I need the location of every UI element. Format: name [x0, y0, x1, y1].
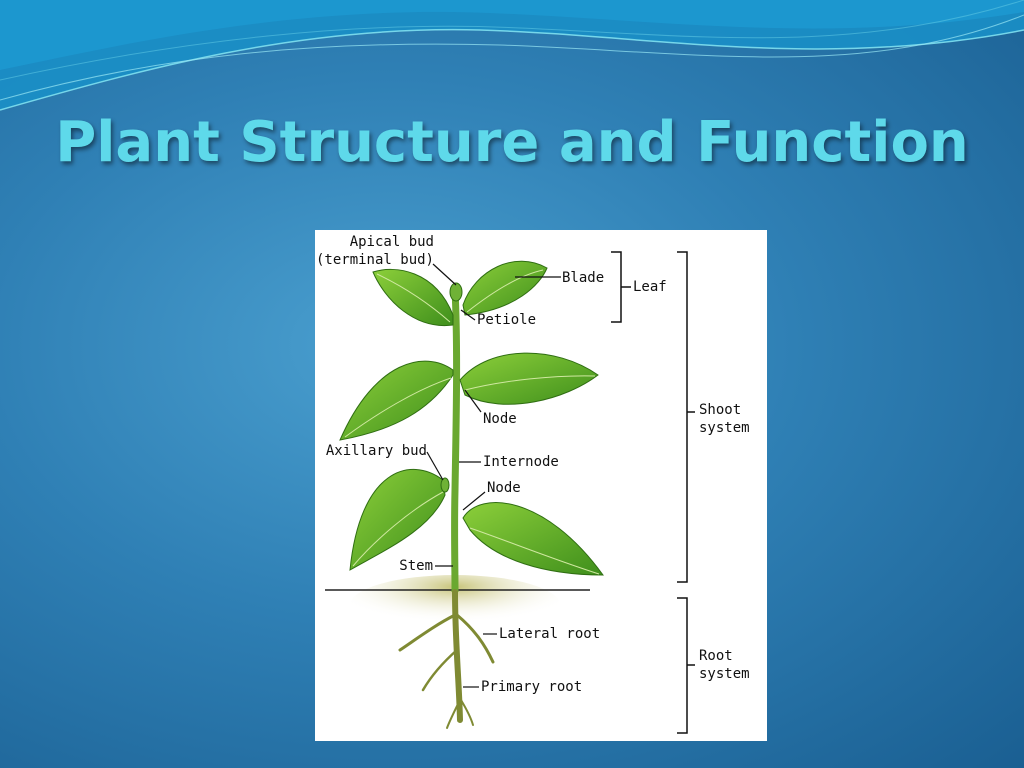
label-stem: Stem: [399, 558, 433, 574]
header-wave-decoration: [0, 0, 1024, 111]
label-root: Root: [699, 648, 733, 664]
label-primary-root: Primary root: [481, 679, 583, 695]
label-axillary-bud: Axillary bud: [325, 443, 427, 459]
stem-shape: [451, 289, 461, 593]
label-blade: Blade: [562, 270, 605, 286]
leaf-veins: [344, 269, 600, 575]
label-leaf: Leaf: [633, 279, 667, 295]
label-petiole: Petiole: [477, 312, 537, 328]
plant-illustration: [325, 251, 695, 734]
label-node-lower: Node: [487, 480, 521, 496]
label-lateral-root: Lateral root: [499, 626, 601, 642]
axillary-bud-shape: [440, 477, 450, 493]
label-terminal-bud: (terminal bud): [315, 252, 434, 268]
root-shapes: [398, 589, 495, 729]
apical-bud-shape: [449, 282, 463, 302]
leaf-top-left: [372, 269, 454, 327]
label-apical-bud: Apical bud: [349, 234, 434, 250]
leaf-low-left: [349, 468, 446, 571]
slide-title: Plant Structure and Function: [55, 110, 969, 175]
label-shoot: Shoot: [699, 402, 742, 418]
label-node-upper: Node: [483, 411, 517, 427]
callout-lines: [426, 263, 561, 688]
label-internode: Internode: [483, 454, 559, 470]
label-root-system: system: [699, 666, 750, 682]
leaf-low-right: [462, 502, 604, 576]
label-shoot-system: system: [699, 420, 750, 436]
leaf-top-right: [462, 260, 548, 316]
plant-diagram: Apical bud (terminal bud) Blade Leaf Pet…: [315, 230, 767, 741]
bracket-lines: [611, 251, 695, 734]
